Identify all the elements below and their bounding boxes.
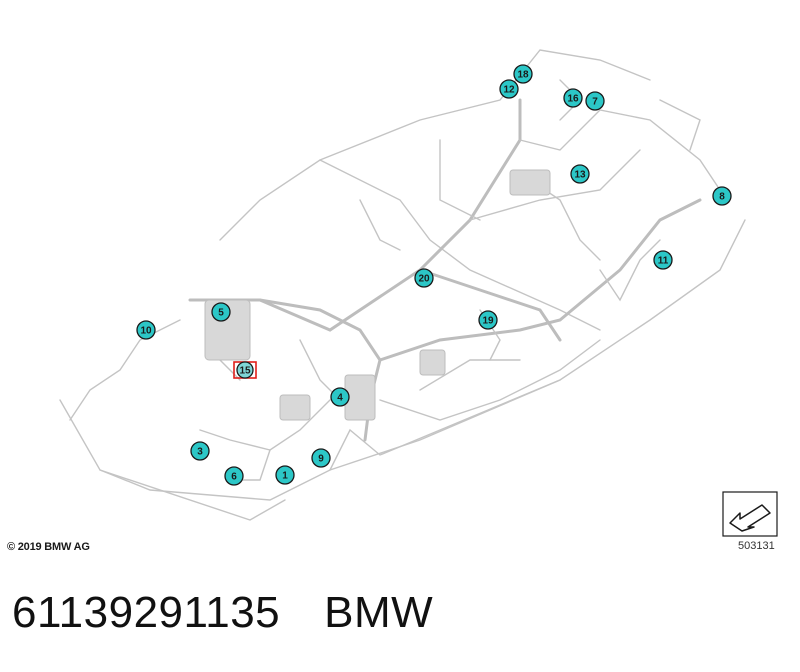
callout-10: 10 [136, 320, 156, 340]
callout-19: 19 [478, 310, 498, 330]
callout-5: 5 [211, 302, 231, 322]
callout-marker [330, 387, 350, 407]
callout-marker [136, 320, 156, 340]
callout-4: 4 [330, 387, 350, 407]
callout-label: 18 [517, 70, 529, 81]
part-number: 61139291135 [12, 588, 281, 637]
callout-label: 10 [140, 326, 152, 337]
callout-20: 20 [414, 268, 434, 288]
callout-marker [211, 302, 231, 322]
callout-label: 20 [418, 274, 430, 285]
harness-components [204, 169, 551, 421]
reference-number: 503131 [738, 540, 775, 552]
callout-15: 15 [233, 361, 257, 379]
module-shape [279, 394, 311, 421]
callout-label: 12 [503, 85, 515, 96]
callout-1: 1 [275, 465, 295, 485]
callout-marker [275, 465, 295, 485]
callout-label: 9 [318, 454, 324, 465]
callout-6: 6 [224, 466, 244, 486]
callout-12: 12 [499, 79, 519, 99]
callout-label: 6 [231, 472, 237, 483]
brand-name: BMW [324, 588, 434, 637]
callout-marker [190, 441, 210, 461]
callout-3: 3 [190, 441, 210, 461]
callout-16: 16 [563, 88, 583, 108]
callout-label: 15 [239, 366, 251, 377]
callout-marker [236, 361, 254, 379]
callout-label: 5 [218, 308, 224, 319]
copyright-notice: © 2019 BMW AG [7, 541, 90, 553]
callout-marker [513, 64, 533, 84]
harness-wires [59, 49, 746, 521]
callout-9: 9 [311, 448, 331, 468]
callout-label: 16 [567, 94, 579, 105]
view-direction-arrow-icon [722, 491, 778, 537]
callout-label: 4 [337, 393, 343, 404]
callout-18: 18 [513, 64, 533, 84]
callout-label: 3 [197, 447, 203, 458]
callout-label: 19 [482, 316, 494, 327]
callout-marker [311, 448, 331, 468]
module-shape [419, 349, 446, 376]
callout-13: 13 [570, 164, 590, 184]
callout-8: 8 [712, 186, 732, 206]
callout-marker [478, 310, 498, 330]
callout-marker [653, 250, 673, 270]
callout-marker [570, 164, 590, 184]
callout-label: 8 [719, 192, 725, 203]
callout-label: 13 [574, 170, 586, 181]
callout-label: 11 [658, 256, 669, 267]
module-shape [509, 169, 551, 196]
part-number-line: 61139291135 BMW [12, 588, 433, 638]
callout-marker [224, 466, 244, 486]
callout-marker [414, 268, 434, 288]
callout-marker [499, 79, 519, 99]
callout-marker [585, 91, 605, 111]
callout-11: 11 [653, 250, 673, 270]
callout-label: 7 [592, 97, 598, 108]
callout-label: 1 [282, 471, 288, 482]
callout-marker [712, 186, 732, 206]
callout-7: 7 [585, 91, 605, 111]
callout-marker [563, 88, 583, 108]
